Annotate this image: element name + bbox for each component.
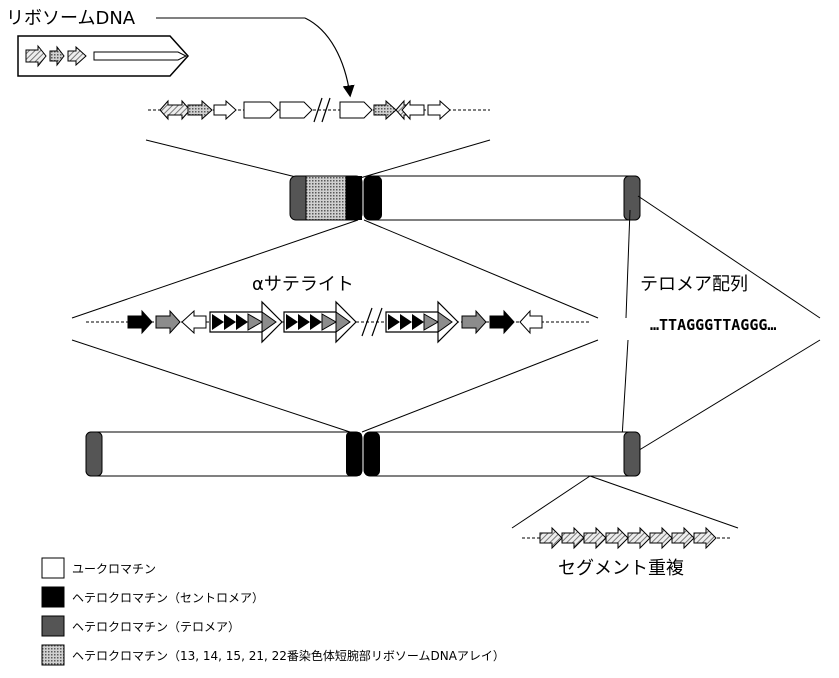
legend-swatch-gray: [41, 615, 65, 637]
zoom-line: [71, 339, 351, 433]
legend-label: ユークロマチン: [72, 562, 156, 576]
zoom-line: [637, 195, 821, 319]
ribosomal-dna-label: リボソームDNA: [6, 8, 136, 29]
legend-swatch-white: [41, 557, 65, 579]
legend-label: ヘテロクロマチン（13, 14, 15, 21, 22番染色体短腕部リボソームD…: [72, 648, 505, 663]
rdna-unit-inset: [17, 35, 190, 77]
alpha-satellite-array: [86, 300, 590, 344]
alpha-satellite-label: αサテライト: [252, 274, 354, 295]
zoom-line: [635, 339, 821, 453]
zoom-line: [589, 475, 739, 529]
segmental-duplication-label: セグメント重複: [558, 558, 684, 579]
zoom-line: [359, 139, 491, 179]
rdna-array-line: [148, 97, 490, 123]
zoom-line: [625, 209, 631, 319]
zoom-line: [511, 475, 591, 529]
zoom-line: [145, 139, 301, 179]
zoom-line: [363, 219, 599, 319]
legend-swatch-stipple: [41, 644, 65, 666]
legend: ユークロマチン ヘテロクロマチン（セントロメア） ヘテロクロマチン（テロメア） …: [41, 557, 505, 666]
legend-label: ヘテロクロマチン（セントロメア）: [72, 591, 264, 605]
zoom-line: [71, 219, 359, 319]
telomere-repeat-sequence: …TTAGGGTTAGGG…: [650, 316, 776, 334]
legend-label: ヘテロクロマチン（テロメア）: [72, 620, 240, 634]
telomere-sequence-label: テロメア配列: [640, 274, 748, 295]
zoom-line: [621, 339, 629, 439]
acrocentric-chromosome: [289, 175, 641, 221]
segmental-duplication-array: [522, 526, 730, 550]
zoom-line: [361, 339, 599, 433]
rdna-curved-arrow: [304, 17, 355, 98]
legend-swatch-black: [41, 586, 65, 608]
metacentric-chromosome: [85, 431, 641, 477]
